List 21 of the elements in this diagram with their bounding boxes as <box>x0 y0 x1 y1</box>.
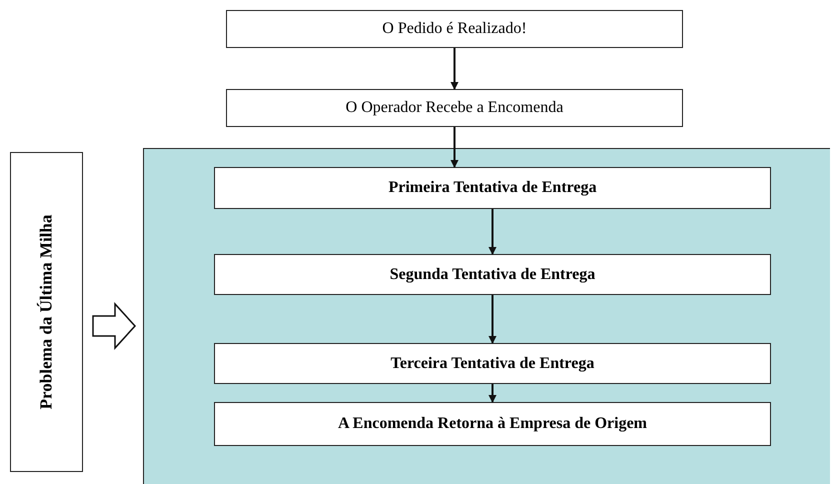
arrow <box>488 384 496 403</box>
process-box <box>214 343 771 384</box>
arrow <box>488 295 496 344</box>
arrow <box>450 48 458 90</box>
box-label: Primeira Tentativa de Entrega <box>388 179 597 197</box>
box-label: Segunda Tentativa de Entrega <box>390 266 596 284</box>
arrow <box>450 127 458 168</box>
box-label: O Operador Recebe a Encomenda <box>346 99 564 117</box>
process-box <box>226 10 683 48</box>
box-label: A Encomenda Retorna à Empresa de Origem <box>338 415 647 433</box>
arrow <box>488 209 496 255</box>
box-label: Problema da Última Milha <box>36 214 56 410</box>
process-box <box>214 402 771 446</box>
side-label-box <box>10 152 83 472</box>
box-label: Terceira Tentativa de Entrega <box>390 354 594 372</box>
process-box <box>214 254 771 295</box>
process-box <box>214 167 771 209</box>
block-arrow <box>92 302 136 350</box>
process-box <box>226 89 683 127</box>
box-label: O Pedido é Realizado! <box>382 20 527 38</box>
panel <box>143 148 830 484</box>
